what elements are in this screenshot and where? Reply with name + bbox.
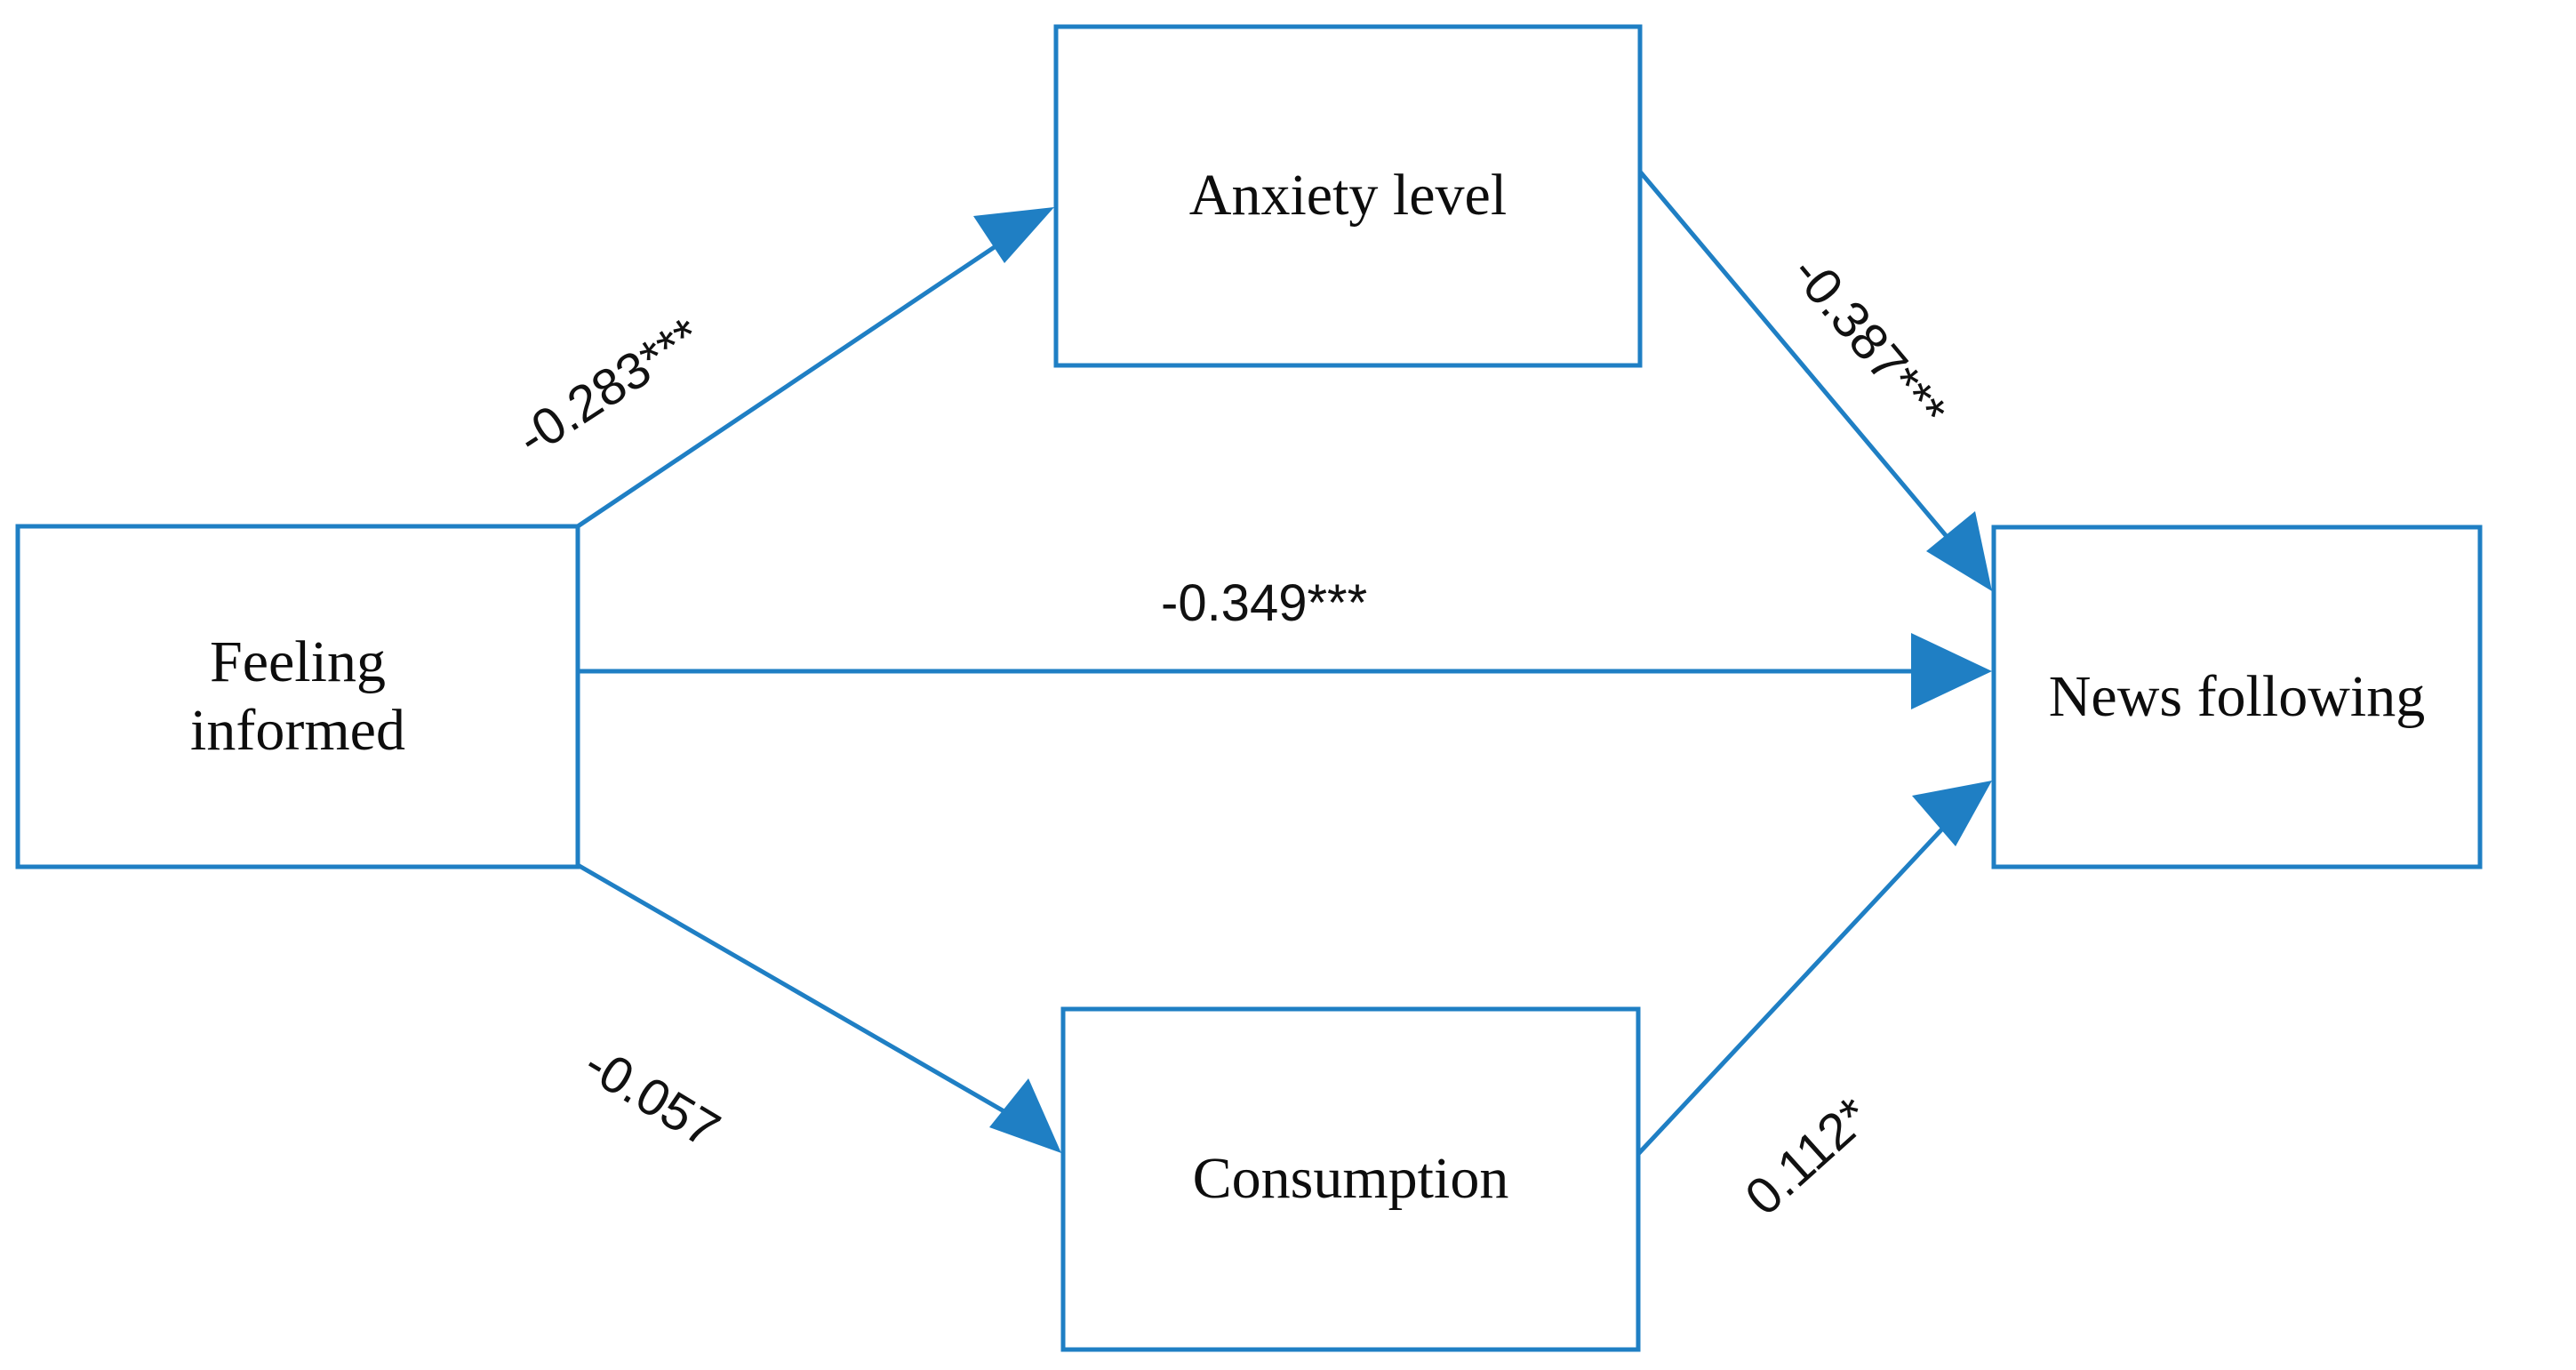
edge-informed-to-consumption	[576, 862, 1061, 1153]
edge-line-consumption-news	[1636, 822, 1948, 1156]
edge-informed-to-news-direct	[578, 633, 1992, 709]
arrowhead-consumption-news	[1912, 781, 1992, 846]
edge-line-informed-anxiety	[576, 226, 1024, 529]
edge-label-informed-to-news-direct: -0.349***	[1161, 574, 1368, 632]
node-box-news-following[interactable]	[1991, 525, 2483, 869]
edge-consumption-to-news	[1636, 781, 1992, 1156]
edge-line-informed-consumption	[576, 862, 1026, 1126]
arrowhead-informed-anxiety	[973, 207, 1054, 263]
arrowhead-informed-consumption	[989, 1078, 1061, 1153]
node-box-anxiety-level[interactable]	[1053, 24, 1643, 368]
edge-anxiety-to-news	[1638, 170, 1992, 591]
edge-informed-to-anxiety	[576, 207, 1054, 529]
arrowhead-anxiety-news	[1926, 511, 1992, 591]
edge-line-anxiety-news	[1638, 170, 1956, 547]
node-box-consumption[interactable]	[1060, 1006, 1641, 1352]
arrowhead-informed-news	[1911, 633, 1992, 709]
node-box-feeling-informed[interactable]	[15, 524, 580, 869]
